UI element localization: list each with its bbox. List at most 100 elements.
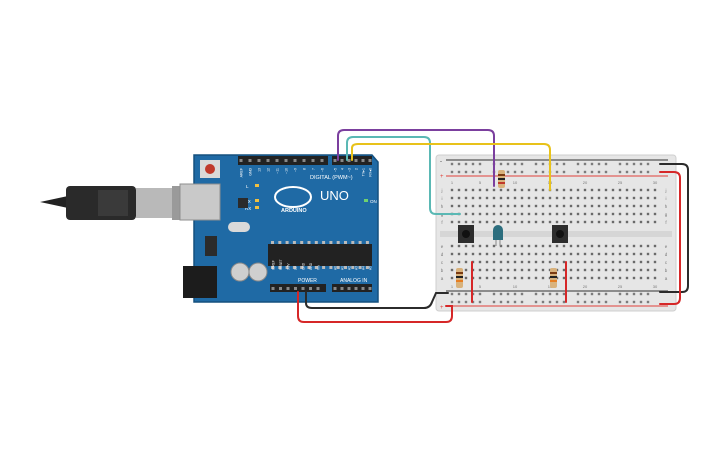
rail-hole[interactable]	[520, 170, 524, 174]
breadboard-hole[interactable]	[506, 260, 510, 264]
breadboard-hole[interactable]	[646, 188, 650, 192]
rail-hole[interactable]	[618, 170, 622, 174]
breadboard-hole[interactable]	[611, 204, 615, 208]
breadboard-hole[interactable]	[548, 196, 552, 200]
breadboard-hole[interactable]	[618, 220, 622, 224]
breadboard-hole[interactable]	[478, 204, 482, 208]
breadboard-hole[interactable]	[639, 260, 643, 264]
digital-pin-hole[interactable]	[333, 159, 337, 162]
breadboard-hole[interactable]	[457, 252, 461, 256]
breadboard-hole[interactable]	[548, 260, 552, 264]
breadboard-hole[interactable]	[506, 212, 510, 216]
breadboard-hole[interactable]	[583, 276, 587, 280]
breadboard-hole[interactable]	[471, 188, 475, 192]
breadboard-hole[interactable]	[597, 196, 601, 200]
breadboard-hole[interactable]	[464, 244, 468, 248]
rail-hole[interactable]	[597, 300, 601, 304]
breadboard-hole[interactable]	[464, 220, 468, 224]
breadboard-hole[interactable]	[625, 252, 629, 256]
rail-hole[interactable]	[555, 162, 559, 166]
breadboard-hole[interactable]	[534, 212, 538, 216]
breadboard-hole[interactable]	[611, 212, 615, 216]
breadboard-hole[interactable]	[569, 204, 573, 208]
breadboard-hole[interactable]	[534, 188, 538, 192]
breadboard-hole[interactable]	[541, 244, 545, 248]
breadboard-hole[interactable]	[534, 260, 538, 264]
breadboard-hole[interactable]	[618, 196, 622, 200]
wire-yellow[interactable]	[351, 143, 551, 191]
rail-hole[interactable]	[562, 162, 566, 166]
breadboard-hole[interactable]	[492, 276, 496, 280]
wire-black-rail-jumper[interactable]	[659, 163, 689, 293]
breadboard-hole[interactable]	[485, 276, 489, 280]
breadboard-hole[interactable]	[527, 252, 531, 256]
breadboard-hole[interactable]	[646, 220, 650, 224]
breadboard-hole[interactable]	[457, 204, 461, 208]
rail-hole[interactable]	[632, 292, 636, 296]
breadboard-hole[interactable]	[611, 196, 615, 200]
breadboard-hole[interactable]	[513, 276, 517, 280]
rail-hole[interactable]	[639, 292, 643, 296]
power-pin-hole[interactable]	[286, 287, 290, 290]
breadboard-hole[interactable]	[583, 196, 587, 200]
breadboard-hole[interactable]	[632, 212, 636, 216]
breadboard-hole[interactable]	[597, 204, 601, 208]
breadboard-hole[interactable]	[513, 196, 517, 200]
rail-hole[interactable]	[548, 292, 552, 296]
breadboard-hole[interactable]	[590, 260, 594, 264]
breadboard-hole[interactable]	[492, 244, 496, 248]
breadboard-hole[interactable]	[485, 252, 489, 256]
resistor-bottom-right[interactable]	[550, 268, 557, 288]
rail-hole[interactable]	[464, 162, 468, 166]
breadboard-hole[interactable]	[618, 276, 622, 280]
digital-pin-hole[interactable]	[257, 159, 261, 162]
breadboard-hole[interactable]	[499, 188, 503, 192]
rail-hole[interactable]	[520, 292, 524, 296]
breadboard-hole[interactable]	[464, 212, 468, 216]
breadboard-hole[interactable]	[513, 260, 517, 264]
breadboard-hole[interactable]	[499, 212, 503, 216]
breadboard-hole[interactable]	[520, 260, 524, 264]
breadboard-hole[interactable]	[499, 220, 503, 224]
breadboard-hole[interactable]	[513, 204, 517, 208]
breadboard-hole[interactable]	[499, 260, 503, 264]
breadboard-hole[interactable]	[527, 268, 531, 272]
breadboard-hole[interactable]	[520, 252, 524, 256]
breadboard-hole[interactable]	[576, 252, 580, 256]
breadboard-hole[interactable]	[520, 220, 524, 224]
rail-hole[interactable]	[513, 162, 517, 166]
rail-hole[interactable]	[534, 300, 538, 304]
breadboard-hole[interactable]	[492, 196, 496, 200]
breadboard-hole[interactable]	[625, 212, 629, 216]
resistor-top[interactable]	[498, 170, 505, 188]
breadboard-hole[interactable]	[653, 276, 657, 280]
breadboard-hole[interactable]	[485, 244, 489, 248]
breadboard-hole[interactable]	[604, 188, 608, 192]
breadboard-hole[interactable]	[450, 196, 454, 200]
breadboard-hole[interactable]	[534, 268, 538, 272]
breadboard-hole[interactable]	[569, 220, 573, 224]
breadboard-hole[interactable]	[513, 188, 517, 192]
rail-hole[interactable]	[534, 292, 538, 296]
breadboard-hole[interactable]	[471, 196, 475, 200]
breadboard-hole[interactable]	[562, 212, 566, 216]
breadboard-hole[interactable]	[520, 204, 524, 208]
breadboard-hole[interactable]	[478, 244, 482, 248]
breadboard-hole[interactable]	[478, 188, 482, 192]
breadboard-hole[interactable]	[611, 268, 615, 272]
rail-hole[interactable]	[471, 162, 475, 166]
rail-hole[interactable]	[464, 170, 468, 174]
breadboard-hole[interactable]	[590, 244, 594, 248]
breadboard-hole[interactable]	[611, 252, 615, 256]
breadboard-hole[interactable]	[562, 276, 566, 280]
analog-pin-hole[interactable]	[368, 287, 372, 290]
breadboard-hole[interactable]	[576, 244, 580, 248]
breadboard-hole[interactable]	[548, 212, 552, 216]
breadboard-hole[interactable]	[604, 212, 608, 216]
digital-pin-hole[interactable]	[284, 159, 288, 162]
breadboard-hole[interactable]	[506, 252, 510, 256]
breadboard-hole[interactable]	[527, 244, 531, 248]
digital-pin-hole[interactable]	[368, 159, 372, 162]
rail-hole[interactable]	[457, 162, 461, 166]
breadboard-hole[interactable]	[527, 196, 531, 200]
